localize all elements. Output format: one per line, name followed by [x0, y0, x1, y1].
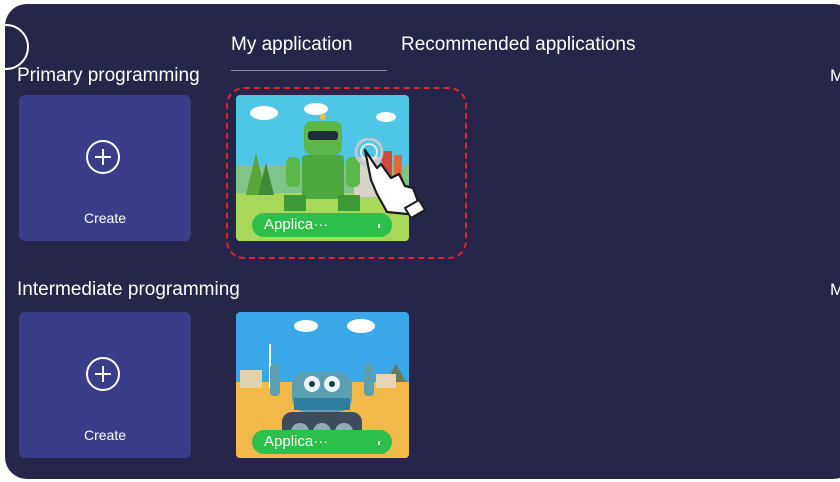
app-window: My application Recommended applications … [5, 4, 840, 479]
plus-icon [86, 357, 120, 391]
create-label: Create [83, 427, 127, 443]
app-name: Applica··· [264, 433, 329, 450]
section-title-intermediate: Intermediate programming [17, 279, 240, 300]
plus-icon [86, 140, 120, 174]
pointing-hand-icon [354, 138, 427, 218]
highlight-box [226, 87, 467, 259]
app-label-intermediate[interactable]: Applica··· [252, 430, 392, 454]
create-button-primary[interactable]: Create [19, 95, 191, 241]
create-button-intermediate[interactable]: Create [19, 312, 191, 458]
app-label-primary[interactable]: Applica··· [252, 213, 392, 237]
more-link-primary[interactable]: M [830, 66, 840, 85]
more-link-intermediate[interactable]: M [830, 280, 840, 299]
create-label: Create [83, 210, 127, 226]
app-menu-icon[interactable] [378, 224, 380, 228]
tab-my-application[interactable]: My application [231, 34, 353, 55]
tab-recommended-applications[interactable]: Recommended applications [401, 34, 636, 55]
app-menu-icon[interactable] [378, 441, 380, 445]
active-tab-indicator [231, 70, 387, 71]
section-title-primary: Primary programming [17, 65, 200, 86]
app-card-intermediate[interactable]: Applica··· [236, 312, 409, 458]
back-button[interactable] [5, 24, 29, 70]
app-name: Applica··· [264, 216, 329, 233]
